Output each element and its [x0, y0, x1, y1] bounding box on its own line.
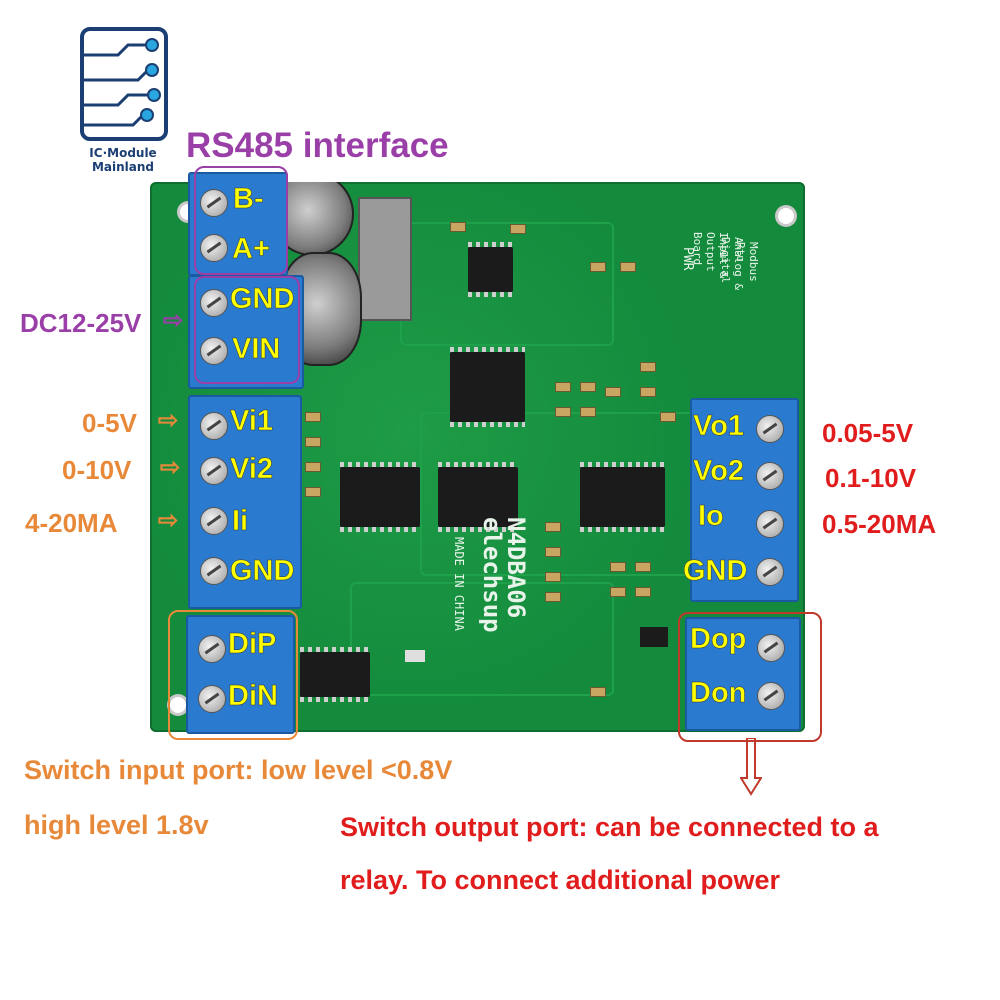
- terminal-digital-in[interactable]: [186, 615, 295, 734]
- pin-label-a: A+: [232, 233, 270, 266]
- arrow-right-icon: ⇨: [160, 454, 181, 481]
- pin-label-vi2: Vi2: [230, 453, 274, 486]
- switch-input-note-1: Switch input port: low level <0.8V: [24, 755, 453, 785]
- arrow-right-icon: ⇨: [158, 507, 179, 534]
- vi1-range-label: 0-5V: [82, 408, 137, 438]
- pin-label-vo1: Vo1: [693, 410, 745, 443]
- pin-label-dip: DiP: [228, 628, 277, 661]
- pin-label-dop: Dop: [690, 623, 747, 656]
- ic-chip: [340, 462, 420, 532]
- pin-label-gnd-out: GND: [683, 555, 748, 588]
- logo-line-2: Mainland: [91, 160, 155, 174]
- circuit-logo-icon: [80, 27, 168, 141]
- ic-chip: [300, 647, 370, 702]
- ic-chip: [580, 462, 665, 532]
- arrow-right-icon: ⇨: [158, 407, 179, 434]
- arrow-right-icon: ⇨: [163, 307, 184, 334]
- switch-input-note-2: high level 1.8v: [24, 810, 209, 840]
- logo-text: IC·Module Mainland: [62, 146, 184, 174]
- pin-label-gnd-2: GND: [230, 555, 295, 588]
- pwr-label: PWR: [680, 247, 695, 271]
- switch-output-note-2: relay. To connect additional power: [340, 865, 781, 895]
- board-model: N4DBA06: [502, 517, 530, 619]
- pin-label-din: DiN: [228, 680, 278, 713]
- pin-label-gnd: GND: [230, 283, 295, 316]
- ic-chip: [468, 242, 513, 297]
- pin-label-io: Io: [698, 500, 724, 533]
- logo-line-1: IC·Module: [89, 146, 157, 160]
- pin-label-b: B-: [233, 183, 264, 216]
- made-in-label: MADE IN CHINA: [452, 537, 466, 631]
- terminal-analog-out[interactable]: [690, 398, 799, 602]
- io-range-label: 0.5-20MA: [822, 509, 937, 539]
- mount-hole: [778, 208, 794, 224]
- vi2-range-label: 0-10V: [62, 455, 132, 485]
- voltage-regulator: [358, 197, 412, 321]
- ic-chip: [450, 347, 525, 427]
- terminal-analog-in[interactable]: [188, 395, 302, 609]
- rs485-highlight: [194, 166, 288, 275]
- power-highlight: [194, 276, 300, 384]
- pin-label-don: Don: [690, 677, 747, 710]
- terminal-digital-out[interactable]: [685, 617, 801, 731]
- vo2-range-label: 0.1-10V: [825, 463, 917, 493]
- ii-range-label: 4-20MA: [25, 508, 118, 538]
- switch-output-note-1: Switch output port: can be connected to …: [340, 812, 879, 842]
- rs485-label: RS485 interface: [186, 126, 449, 165]
- arrow-down-icon: [740, 738, 762, 796]
- power-range-label: DC12-25V: [20, 308, 142, 338]
- board-brand: elechsup: [478, 517, 506, 633]
- output-highlight: [678, 612, 822, 742]
- pin-label-ii: Ii: [232, 505, 249, 538]
- pin-label-vi1: Vi1: [230, 405, 274, 438]
- vo1-range-label: 0.05-5V: [822, 418, 914, 448]
- pin-label-vo2: Vo2: [693, 455, 745, 488]
- terminal-power[interactable]: [188, 275, 304, 389]
- pin-label-vin: VIN: [232, 333, 281, 366]
- input-highlight: [168, 610, 298, 740]
- board-title-3: Input & Output Board: [691, 232, 730, 279]
- mount-hole: [170, 697, 186, 713]
- ic-chip: [438, 462, 518, 532]
